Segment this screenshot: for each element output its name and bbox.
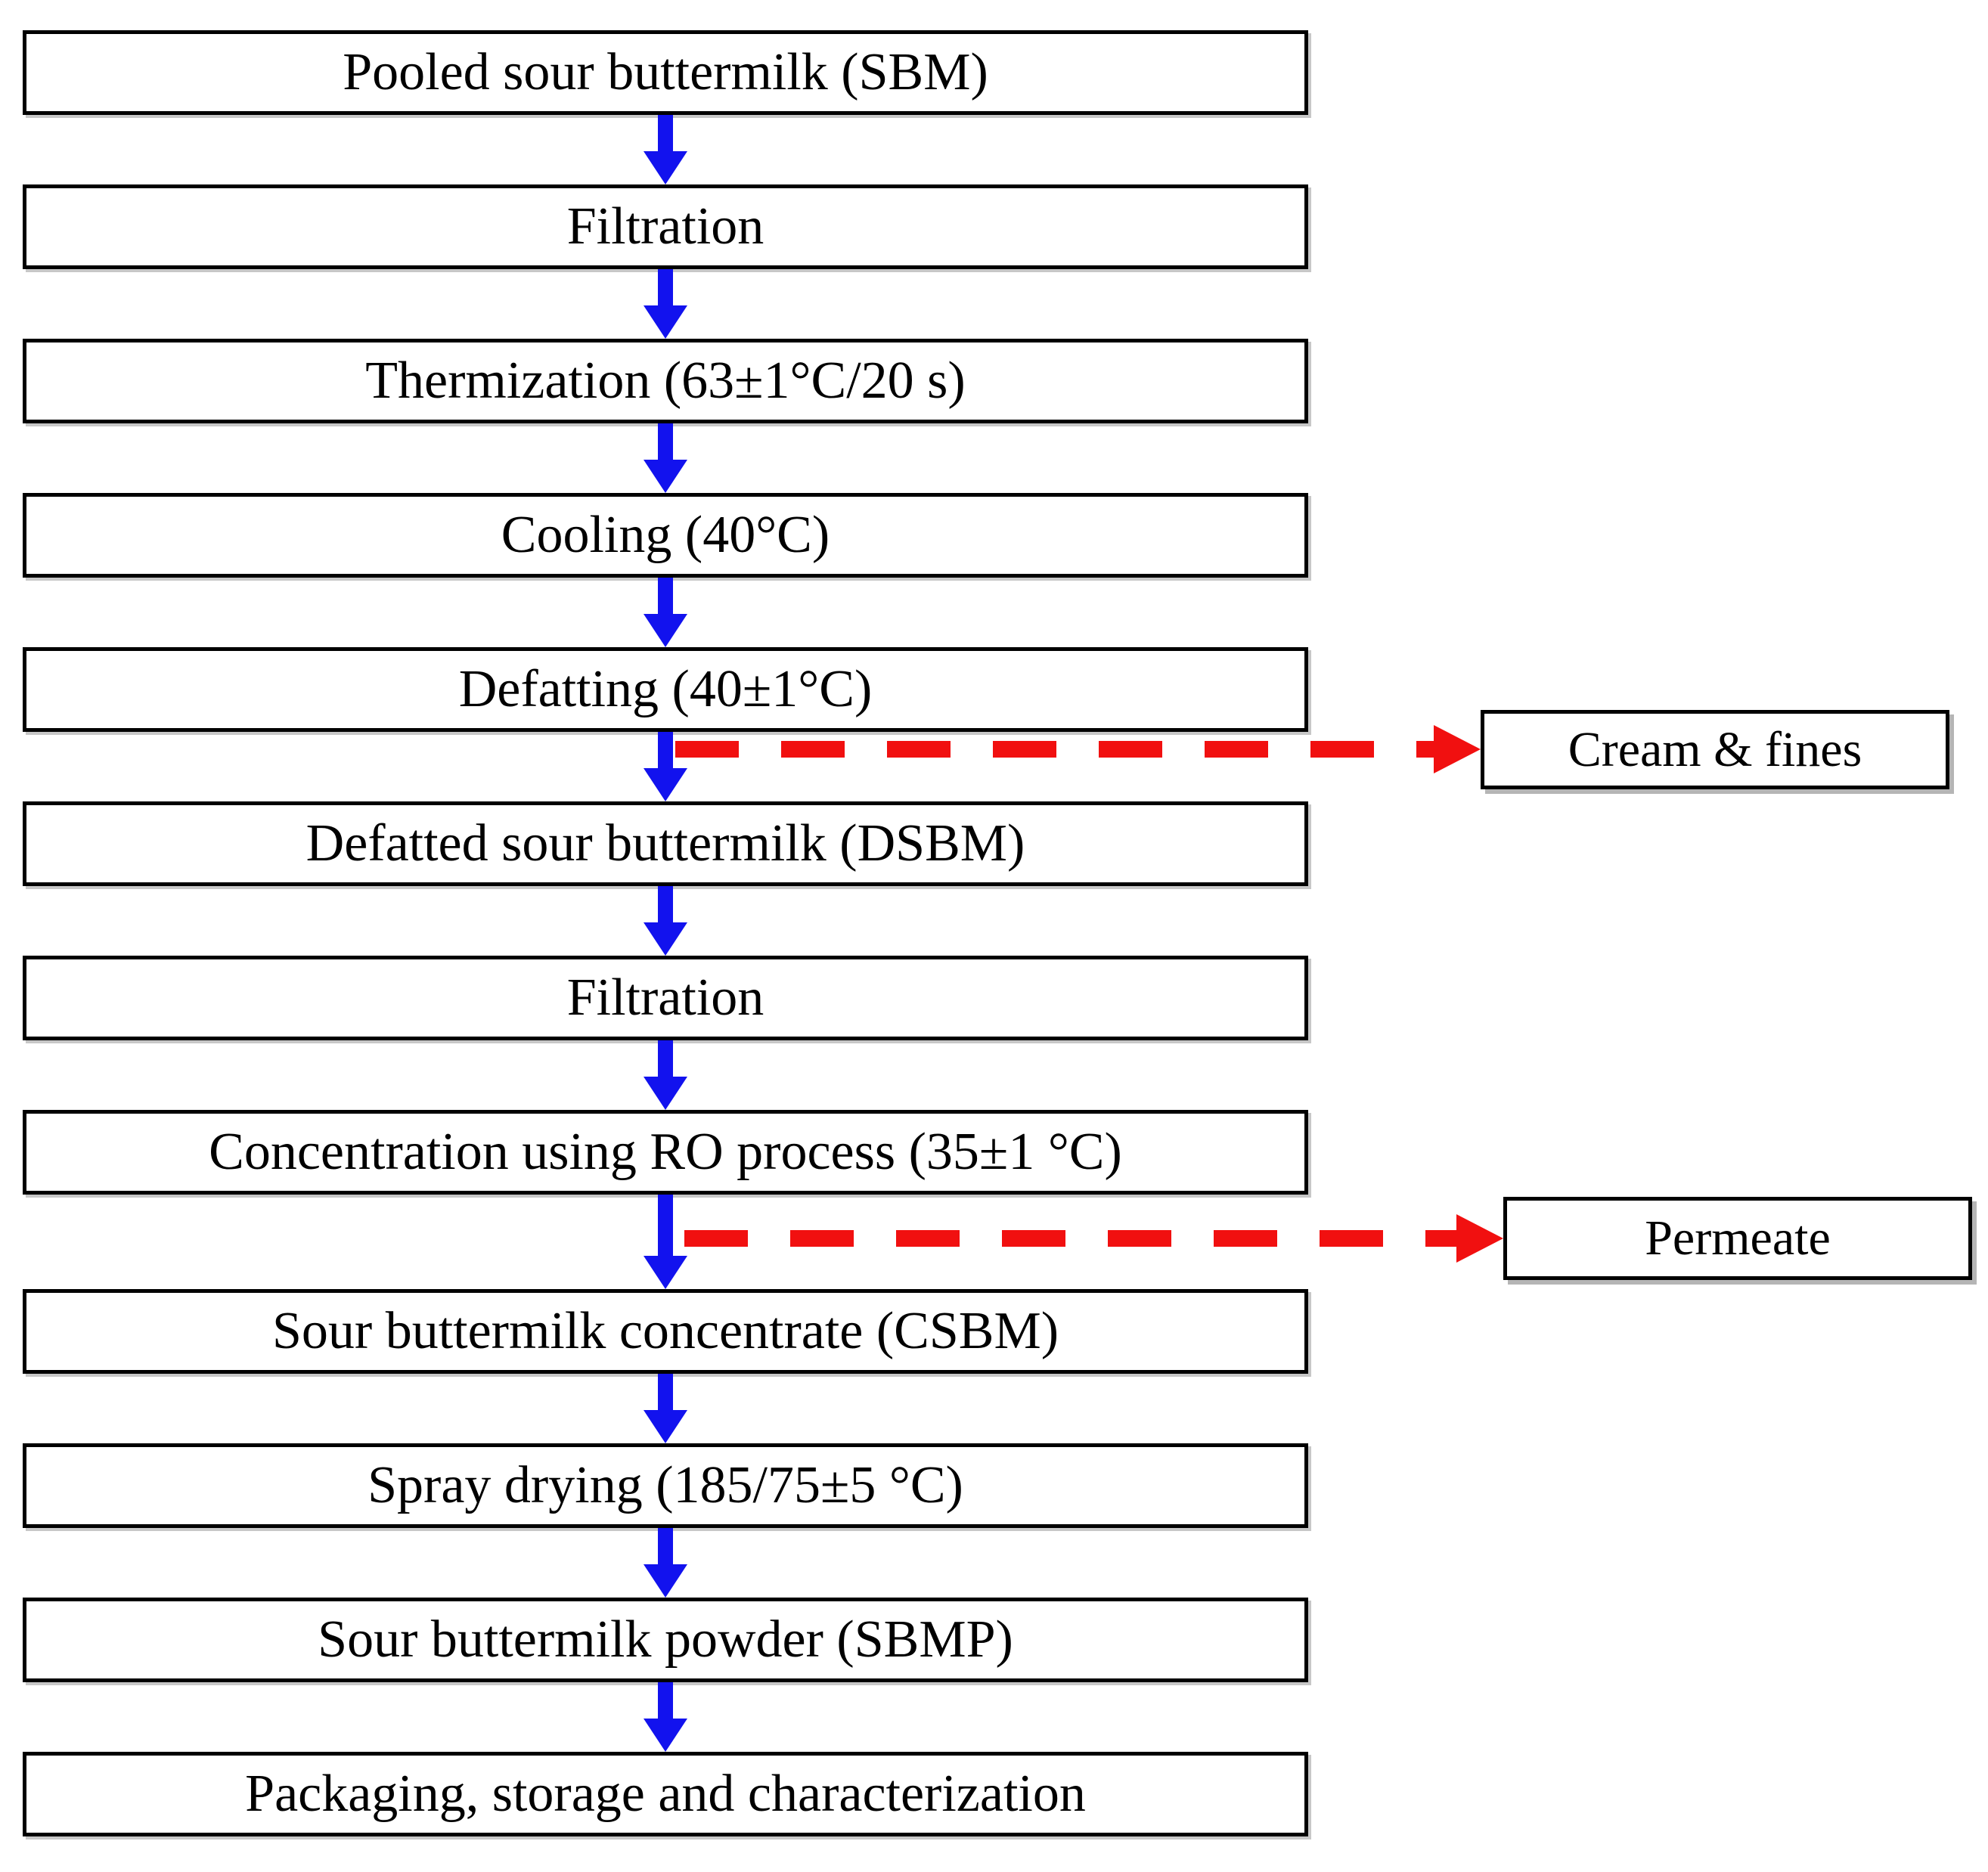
step-label: Packaging, storage and characterization (245, 1765, 1086, 1823)
flow-gap (23, 1682, 1308, 1752)
byproduct-label: Permeate (1645, 1210, 1831, 1266)
step-label: Defatted sour buttermilk (DSBM) (305, 814, 1025, 872)
down-arrow-icon (644, 115, 687, 184)
flow-gap (23, 1040, 1308, 1110)
step-label: Filtration (566, 969, 764, 1027)
step-defatted-sour-buttermilk: Defatted sour buttermilk (DSBM) (23, 801, 1308, 886)
step-pooled-sour-buttermilk: Pooled sour buttermilk (SBM) (23, 30, 1308, 115)
step-thermization: Thermization (63±1°C/20 s) (23, 339, 1308, 423)
down-arrow-icon (644, 578, 687, 647)
step-sour-buttermilk-concentrate: Sour buttermilk concentrate (CSBM) (23, 1289, 1308, 1374)
down-arrow-icon (644, 1040, 687, 1110)
step-ro-concentration: Concentration using RO process (35±1 °C) (23, 1110, 1308, 1195)
flow-gap (23, 423, 1308, 493)
byproduct-arrow-permeate-icon (684, 1214, 1503, 1263)
flow-gap (23, 732, 1308, 801)
step-label: Thermization (63±1°C/20 s) (365, 352, 966, 410)
right-arrowhead-icon (1456, 1214, 1503, 1263)
flow-gap (23, 886, 1308, 956)
flow-gap (23, 269, 1308, 339)
down-arrow-icon (644, 886, 687, 956)
step-packaging-storage: Packaging, storage and characterization (23, 1752, 1308, 1836)
step-cooling: Cooling (40°C) (23, 493, 1308, 578)
flow-gap (23, 1195, 1308, 1289)
step-label: Concentration using RO process (35±1 °C) (209, 1123, 1122, 1181)
byproduct-label: Cream & fines (1568, 721, 1862, 777)
flow-gap (23, 1528, 1308, 1598)
step-filtration-1: Filtration (23, 184, 1308, 269)
byproduct-box-cream-fines: Cream & fines (1481, 710, 1949, 789)
byproduct-arrow-cream-fines-icon (675, 725, 1481, 773)
step-label: Sour buttermilk concentrate (CSBM) (271, 1302, 1059, 1360)
byproduct-box-permeate: Permeate (1503, 1197, 1972, 1280)
step-sour-buttermilk-powder: Sour buttermilk powder (SBMP) (23, 1598, 1308, 1682)
down-arrow-icon (644, 732, 687, 801)
step-label: Sour buttermilk powder (SBMP) (318, 1610, 1013, 1669)
flow-gap (23, 1374, 1308, 1443)
step-defatting: Defatting (40±1°C) (23, 647, 1308, 732)
dashed-line (684, 1230, 1459, 1247)
down-arrow-icon (644, 1374, 687, 1443)
down-arrow-icon (644, 1195, 687, 1289)
step-label: Pooled sour buttermilk (SBM) (343, 43, 988, 101)
down-arrow-icon (644, 1682, 687, 1752)
step-label: Cooling (40°C) (501, 506, 830, 564)
step-label: Defatting (40±1°C) (458, 660, 873, 718)
step-label: Spray drying (185/75±5 °C) (368, 1456, 963, 1514)
step-label: Filtration (566, 197, 764, 256)
flow-gap (23, 115, 1308, 184)
down-arrow-icon (644, 269, 687, 339)
flow-gap (23, 578, 1308, 647)
dashed-line (675, 741, 1437, 758)
right-arrowhead-icon (1434, 725, 1481, 773)
main-process-flow: Pooled sour buttermilk (SBM) Filtration … (23, 30, 1308, 1836)
down-arrow-icon (644, 1528, 687, 1598)
down-arrow-icon (644, 423, 687, 493)
step-filtration-2: Filtration (23, 956, 1308, 1040)
step-spray-drying: Spray drying (185/75±5 °C) (23, 1443, 1308, 1528)
